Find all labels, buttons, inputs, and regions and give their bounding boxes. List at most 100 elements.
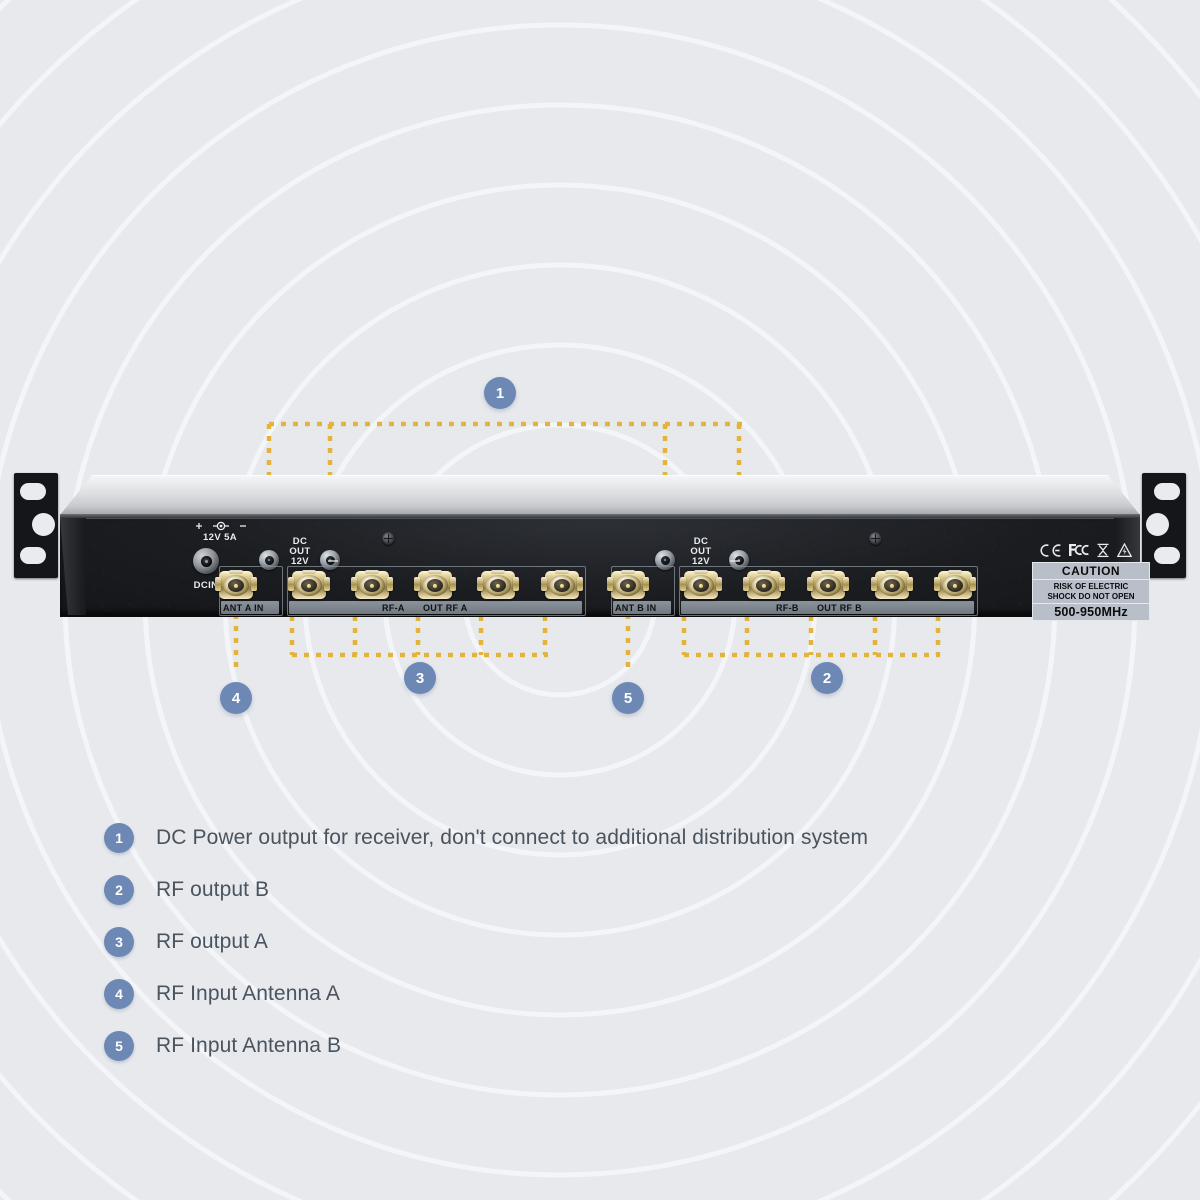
rack-ear-slot: [20, 483, 46, 500]
legend-badge-2: 2: [104, 875, 134, 905]
bnc-notch: [757, 570, 771, 574]
polarity-symbol-icon: [196, 521, 246, 531]
bnc-bayonet-lug: [387, 577, 393, 591]
rf-a-label-strip: [289, 601, 582, 614]
bnc-rf-a-out-5[interactable]: [541, 568, 583, 602]
dc-in-jack[interactable]: [193, 548, 219, 574]
bnc-bayonet-lug: [907, 577, 913, 591]
bnc-ant-b-in[interactable]: [607, 568, 649, 602]
rf-b-bus-label: RF-B: [776, 603, 799, 613]
rack-ear-right: [1142, 473, 1186, 578]
bnc-center-pin: [370, 583, 374, 588]
caution-title: CAUTION: [1032, 562, 1150, 580]
ce-mark-icon: [1040, 543, 1061, 557]
bnc-center-pin: [433, 583, 437, 588]
bnc-bayonet-lug: [450, 577, 456, 591]
dc-out-label-b: DC OUT 12V: [673, 537, 729, 567]
bnc-bayonet-lug: [779, 577, 785, 591]
bnc-bayonet-lug: [414, 577, 420, 591]
dc-out-pin: [660, 555, 670, 565]
legend-list: 1 DC Power output for receiver, don't co…: [104, 812, 1064, 1072]
bnc-rf-b-out-3[interactable]: [807, 568, 849, 602]
caution-body: RISK OF ELECTRIC SHOCK DO NOT OPEN: [1032, 580, 1150, 604]
bnc-bayonet-lug: [743, 577, 749, 591]
dc-out-line3: 12V: [691, 556, 711, 567]
bnc-rf-a-out-1[interactable]: [288, 568, 330, 602]
dc-out-jack-b2[interactable]: [729, 550, 749, 570]
bnc-notch: [302, 570, 316, 574]
chassis-top-edge: [60, 514, 1140, 519]
bnc-bayonet-lug: [970, 577, 976, 591]
dc-out-pin: [264, 555, 274, 565]
dc-out-jack-b1[interactable]: [655, 550, 675, 570]
bnc-notch: [694, 570, 708, 574]
rf-a-bus-label: RF-A: [382, 603, 405, 613]
legend-item: 3 RF output A: [104, 916, 1064, 968]
callout-badge-2[interactable]: 2: [811, 662, 843, 694]
bnc-bayonet-lug: [477, 577, 483, 591]
rack-ear-hole: [1146, 513, 1169, 536]
bnc-bayonet-lug: [843, 577, 849, 591]
chassis-screw: [382, 532, 395, 545]
bnc-rf-a-out-4[interactable]: [477, 568, 519, 602]
bnc-rf-a-out-3[interactable]: [414, 568, 456, 602]
bnc-bayonet-lug: [577, 577, 583, 591]
bnc-notch: [821, 570, 835, 574]
rf-b-out-label: OUT RF B: [817, 603, 862, 613]
bnc-ant-a-in[interactable]: [215, 568, 257, 602]
ant-a-label-strip: [221, 601, 279, 614]
bnc-bayonet-lug: [680, 577, 686, 591]
bnc-notch: [428, 570, 442, 574]
bnc-center-pin: [762, 583, 766, 588]
legend-text-1: DC Power output for receiver, don't conn…: [156, 826, 869, 849]
rack-ear-hole: [32, 513, 55, 536]
bnc-center-pin: [626, 583, 630, 588]
fcc-mark-icon: [1069, 544, 1089, 556]
dc-out-jack-a2[interactable]: [320, 550, 340, 570]
callout-badge-4[interactable]: 4: [220, 682, 252, 714]
dc-out-line2: OUT: [289, 546, 311, 557]
bnc-rf-b-out-4[interactable]: [871, 568, 913, 602]
bnc-notch: [229, 570, 243, 574]
bnc-center-pin: [699, 583, 703, 588]
dc-out-line3: 12V: [290, 556, 310, 567]
ant-a-in-label: ANT A IN: [223, 603, 264, 613]
chassis: 12V 5A DCIN DC OUT: [60, 475, 1150, 621]
bnc-notch: [555, 570, 569, 574]
caution-label: CAUTION RISK OF ELECTRIC SHOCK DO NOT OP…: [1032, 562, 1150, 621]
dc-out-pin: [734, 555, 744, 565]
legend-text-5: RF Input Antenna B: [156, 1034, 342, 1057]
bnc-center-pin: [560, 583, 564, 588]
bnc-center-pin: [890, 583, 894, 588]
rack-ear-slot: [20, 547, 46, 564]
caution-line-1: RISK OF ELECTRIC: [1053, 582, 1129, 591]
bnc-rf-b-out-5[interactable]: [934, 568, 976, 602]
bnc-bayonet-lug: [871, 577, 877, 591]
callout-badge-1[interactable]: 1: [484, 377, 516, 409]
bnc-bayonet-lug: [807, 577, 813, 591]
frequency-range-label: 500-950MHz: [1032, 604, 1150, 621]
bnc-center-pin: [953, 583, 957, 588]
dc-out-line1: DC: [292, 536, 308, 547]
callout-badge-3[interactable]: 3: [404, 662, 436, 694]
bnc-center-pin: [307, 583, 311, 588]
ant-b-label-strip: [613, 601, 671, 614]
bnc-bayonet-lug: [541, 577, 547, 591]
certification-marks: [1040, 541, 1150, 559]
bnc-bayonet-lug: [324, 577, 330, 591]
callout-badge-5[interactable]: 5: [612, 682, 644, 714]
legend-badge-1: 1: [104, 823, 134, 853]
device-rear-panel: 12V 5A DCIN DC OUT: [0, 455, 1200, 635]
bnc-bayonet-lug: [513, 577, 519, 591]
rack-ear-slot: [1154, 483, 1180, 500]
dc-out-jack-a1[interactable]: [259, 550, 279, 570]
bnc-notch: [948, 570, 962, 574]
bnc-rf-b-out-2[interactable]: [743, 568, 785, 602]
dc-out-line2: OUT: [690, 546, 712, 557]
rf-a-out-label: OUT RF A: [423, 603, 468, 613]
dc-out-label-a: DC OUT 12V: [272, 537, 328, 567]
bnc-rf-a-out-2[interactable]: [351, 568, 393, 602]
bnc-bayonet-lug: [351, 577, 357, 591]
bnc-rf-b-out-1[interactable]: [680, 568, 722, 602]
